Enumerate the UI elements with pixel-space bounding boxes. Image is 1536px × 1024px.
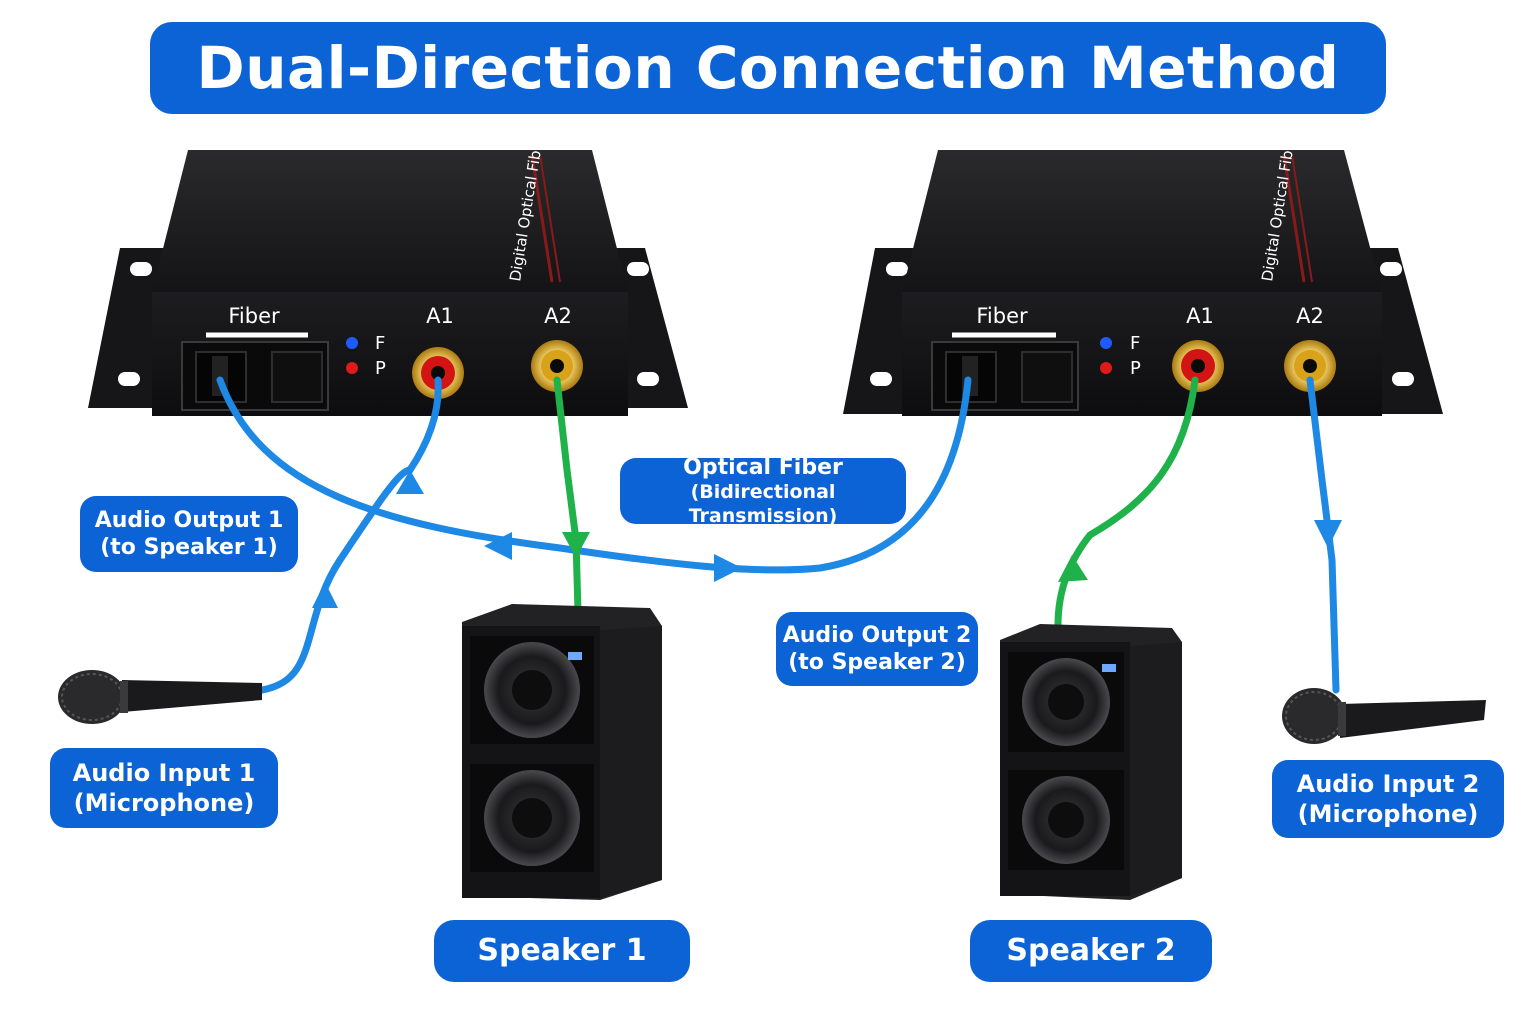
flow-arrows xyxy=(312,470,1342,608)
fiber-port-label: Fiber xyxy=(228,304,280,328)
callout-subtitle: (to Speaker 1) xyxy=(100,535,278,560)
mount-hole xyxy=(130,262,152,276)
receiver-device-2: Digital Optical Fiber Receiver Fiber F P… xyxy=(843,64,1443,416)
callout-title: Audio Output 2 xyxy=(782,622,972,648)
port-label-a1: A1 xyxy=(426,304,454,328)
callout-title: Audio Input 2 xyxy=(1296,770,1480,798)
callout-subtitle: (Bidirectional Transmission) xyxy=(688,481,838,527)
port-label-a1: A1 xyxy=(1186,304,1214,328)
status-led-f xyxy=(1100,337,1112,349)
microphone-icon xyxy=(1282,688,1486,744)
mount-hole xyxy=(118,372,140,386)
arrow-icon xyxy=(714,554,742,582)
speaker-1-label: Speaker 1 xyxy=(434,920,690,982)
red-stripe xyxy=(530,154,554,283)
status-led-f xyxy=(346,337,358,349)
mic1-audio-cable xyxy=(258,376,442,694)
mount-hole xyxy=(1392,372,1414,386)
audio-input-2-callout: Audio Input 2 (Microphone) xyxy=(1272,760,1504,838)
mount-hole xyxy=(886,262,908,276)
arrow-icon xyxy=(484,532,512,560)
optical-fiber-callout: Optical Fiber (Bidirectional Transmissio… xyxy=(620,455,906,527)
arrow-icon xyxy=(1058,555,1088,582)
red-stripe xyxy=(539,154,561,283)
led-label-p: P xyxy=(1130,358,1141,379)
status-led-p xyxy=(346,362,358,374)
fiber-port-icon xyxy=(931,341,1079,411)
mount-hole xyxy=(1380,262,1402,276)
fiber-port-label: Fiber xyxy=(976,304,1028,328)
receiver-device-1: Digital Optical Fiber Receiver Fiber F P… xyxy=(88,64,688,416)
arrow-icon xyxy=(312,582,338,608)
audio-output-2-callout: Audio Output 2 (to Speaker 2) xyxy=(776,612,978,686)
red-stripe xyxy=(1291,154,1313,283)
rca-jack-icon xyxy=(1284,340,1336,392)
callout-subtitle: (to Speaker 2) xyxy=(788,650,966,675)
fiber-port-icon xyxy=(181,341,329,411)
arrow-icon xyxy=(1314,520,1342,548)
speaker-icon xyxy=(462,604,662,900)
arrow-icon xyxy=(396,470,424,494)
device-top xyxy=(152,150,628,292)
audio-input-1-callout: Audio Input 1 (Microphone) xyxy=(50,748,278,828)
rca-jack-icon xyxy=(1172,340,1224,392)
rca-jack-icon xyxy=(531,340,583,392)
callout-subtitle: (Microphone) xyxy=(1297,800,1479,828)
microphone-icon xyxy=(58,670,262,724)
arrow-icon xyxy=(562,532,590,558)
speaker1-audio-cable xyxy=(553,376,582,616)
mount-hole xyxy=(627,262,649,276)
audio-output-1-callout: Audio Output 1 (to Speaker 1) xyxy=(80,496,298,572)
port-label-a2: A2 xyxy=(544,304,572,328)
led-label-f: F xyxy=(375,333,385,354)
port-label-a2: A2 xyxy=(1296,304,1324,328)
callout-title: Audio Output 1 xyxy=(94,507,284,533)
speaker2-audio-cable xyxy=(1054,376,1199,629)
red-stripe xyxy=(1282,154,1306,283)
callout-title: Audio Input 1 xyxy=(72,759,256,787)
speaker-icon xyxy=(1000,624,1182,900)
page-title: Dual-Direction Connection Method xyxy=(150,22,1386,114)
led-label-f: F xyxy=(1130,333,1140,354)
status-led-p xyxy=(1100,362,1112,374)
cables xyxy=(216,376,1340,694)
callout-subtitle: (Microphone) xyxy=(73,789,255,817)
speaker-2-label: Speaker 2 xyxy=(970,920,1212,982)
led-label-p: P xyxy=(375,358,386,379)
device-top xyxy=(902,150,1382,292)
optical-fiber-cable xyxy=(216,376,972,574)
callout-title: Optical Fiber xyxy=(683,454,843,480)
rca-jack-icon xyxy=(412,347,464,399)
mount-hole xyxy=(870,372,892,386)
mount-hole xyxy=(637,372,659,386)
